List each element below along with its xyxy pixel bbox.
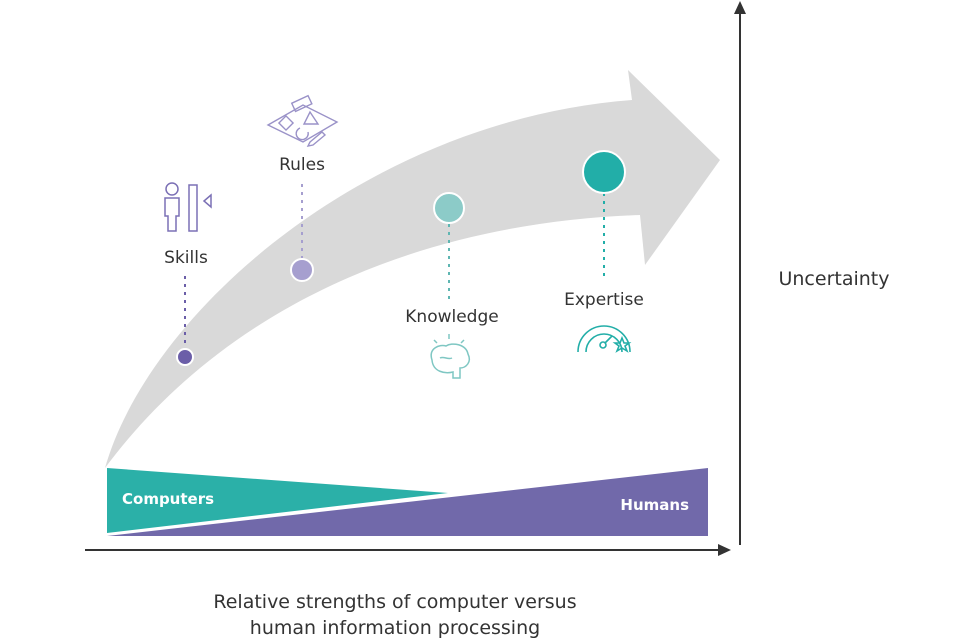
computers-band: [107, 468, 448, 533]
connectors: [184, 184, 605, 346]
skills-label: Skills: [164, 248, 208, 268]
knowledge-dot: [433, 192, 465, 224]
y-axis: [734, 1, 746, 545]
uncertainty-label: Uncertainty: [778, 268, 889, 290]
expertise-dot: [582, 150, 626, 194]
progress-arrow: [105, 70, 720, 468]
drafting-tools-icon: [266, 94, 339, 147]
knowledge-label: Knowledge: [405, 307, 498, 327]
rules-dot: [290, 258, 314, 282]
humans-label: Humans: [620, 496, 689, 514]
expertise-label: Expertise: [564, 290, 644, 310]
gauge-star-icon: [577, 325, 632, 353]
computers-label: Computers: [122, 490, 214, 508]
person-ruler-icon: [164, 182, 212, 232]
rules-label: Rules: [279, 155, 325, 175]
humans-band: [107, 468, 708, 536]
caption-line-2: human information processing: [250, 617, 540, 639]
brain-icon: [430, 334, 471, 379]
skills-dot: [176, 348, 194, 366]
caption-line-1: Relative strengths of computer versus: [213, 591, 576, 613]
x-axis: [85, 544, 731, 556]
